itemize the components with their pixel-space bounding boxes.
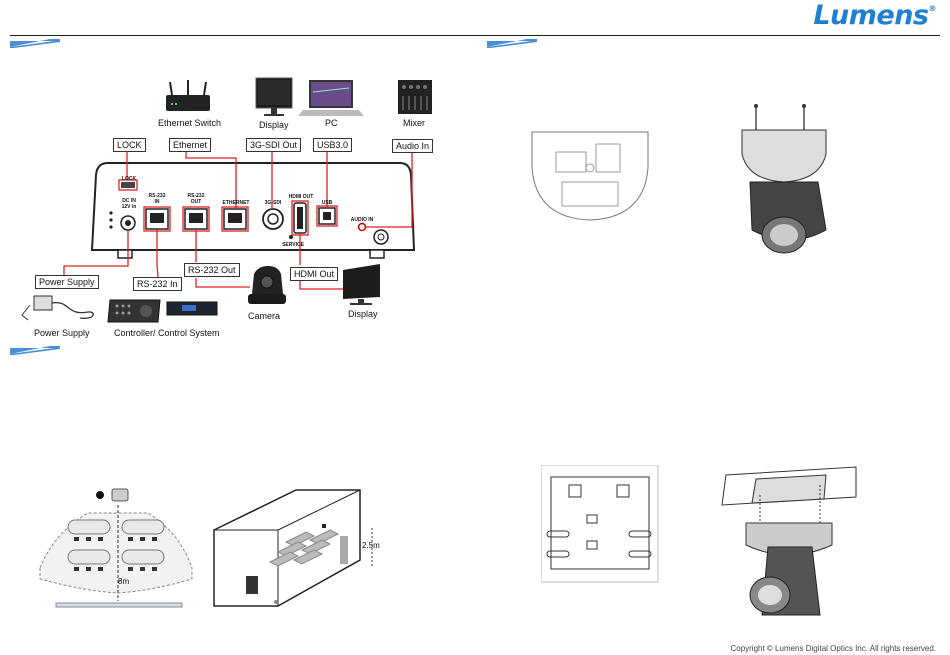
control-system-icon	[166, 301, 218, 316]
callout-lock: LOCK	[113, 138, 146, 152]
camera-mount-top-diagram	[741, 104, 827, 254]
callout-usb3: USB3.0	[313, 138, 353, 152]
label-controller: Controller/ Control System	[114, 328, 220, 338]
room-coverage-diagram	[39, 488, 193, 608]
callout-3g-sdi: 3G-SDI Out	[246, 138, 302, 152]
label-ethernet-switch: Ethernet Switch	[158, 118, 222, 128]
port-label-lock: LOCK	[121, 176, 137, 182]
room-3d-diagram	[213, 489, 373, 607]
distance-label: 8m	[118, 577, 130, 586]
display-monitor-2-icon	[343, 264, 380, 305]
controller-icon	[107, 299, 161, 323]
label-display-top: Display	[259, 120, 289, 130]
label-power-supply: Power Supply	[34, 328, 90, 338]
label-display-bottom: Display	[348, 309, 378, 319]
port-label-audio-in: AUDIO IN	[350, 217, 374, 223]
header-rule	[10, 35, 940, 36]
callout-power-supply: Power Supply	[35, 275, 99, 289]
port-label-usb: USB	[321, 200, 333, 206]
callout-ethernet: Ethernet	[169, 138, 212, 152]
label-mixer: Mixer	[403, 118, 425, 128]
section-marker-placement	[10, 346, 60, 355]
port-label-ethernet: ETHERNET	[222, 200, 250, 206]
mount-plate-diagram	[541, 465, 659, 583]
port-label-rs232-out: RS-232 OUT	[187, 193, 205, 205]
display-monitor-icon	[255, 77, 293, 116]
copyright-footer: Copyright © Lumens Digital Optics Inc. A…	[730, 644, 936, 653]
power-supply-icon	[21, 295, 94, 321]
port-label-sdi: 3G-SDI	[264, 200, 282, 206]
port-label-rs232-in: RS-232 IN	[148, 193, 166, 205]
mixer-icon	[398, 80, 432, 114]
pc-laptop-icon	[298, 80, 364, 116]
lumens-logo: Lumens®	[813, 0, 936, 31]
ceiling-mount-diagram	[721, 466, 857, 616]
callout-hdmi-out: HDMI Out	[290, 267, 339, 281]
label-pc: PC	[325, 118, 338, 128]
mount-plate-bottom-diagram	[531, 131, 649, 221]
port-label-hdmi: HDMI OUT	[288, 194, 314, 200]
section-marker-connections	[10, 39, 60, 48]
ethernet-switch-icon	[166, 80, 210, 111]
connection-diagram	[21, 77, 432, 323]
callout-audio-in: Audio In	[392, 139, 434, 153]
height-label: 2.5m	[362, 541, 380, 550]
callout-rs232-out: RS-232 Out	[184, 263, 240, 277]
section-marker-mounting	[487, 39, 537, 48]
label-camera: Camera	[248, 311, 281, 321]
port-label-dc-in: DC IN 12V in	[121, 198, 137, 210]
port-label-service: SERVICE	[282, 242, 304, 248]
camera-rear-panel	[90, 162, 416, 259]
ptz-camera-icon	[248, 266, 286, 304]
callout-rs232-in: RS-232 In	[133, 277, 182, 291]
